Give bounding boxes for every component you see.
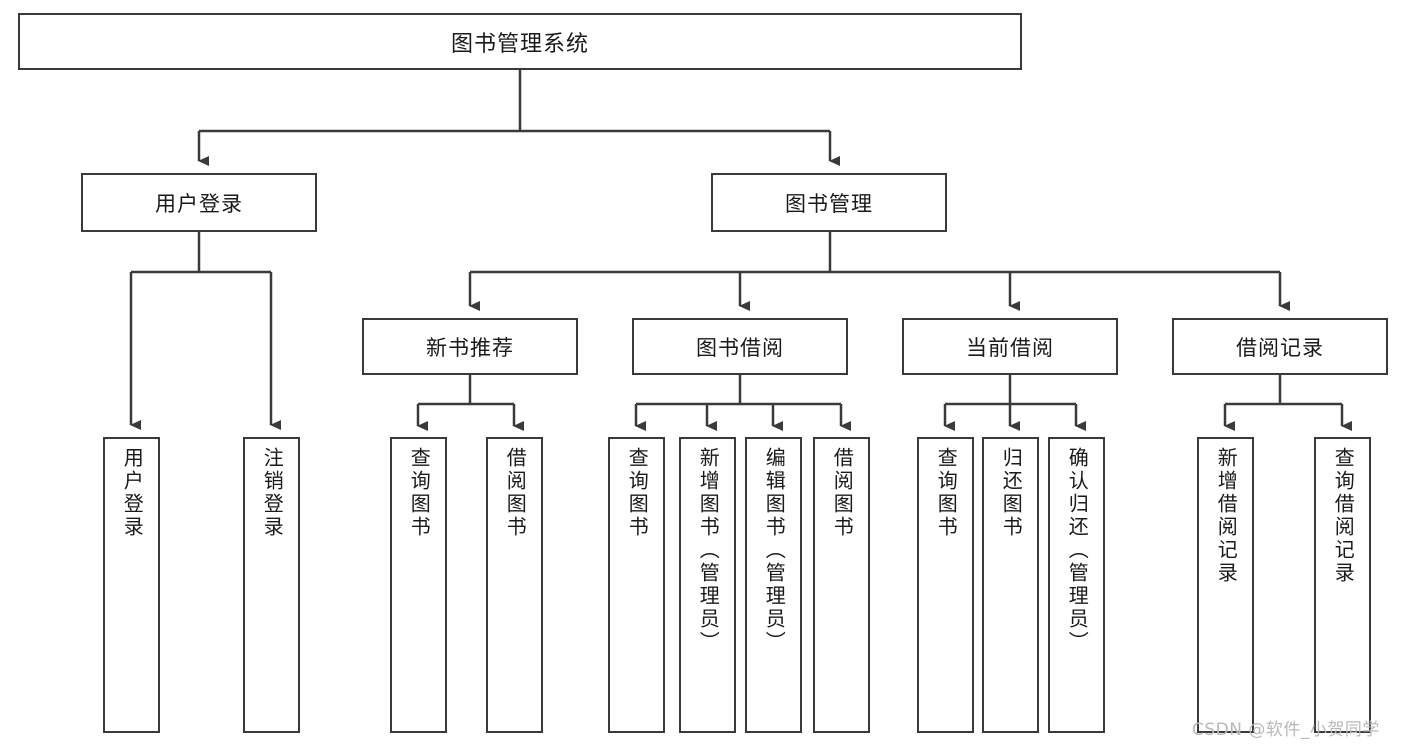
leaf-confirm-return[interactable]: 确认归还（管理员） <box>1048 437 1105 733</box>
leaf-query-book-1[interactable]: 查询图书 <box>390 437 447 733</box>
leaf-edit-book[interactable]: 编辑图书（管理员） <box>745 437 802 733</box>
leaf-user-logout-label: 注销登录 <box>260 447 285 539</box>
node-borrow-record-label: 借阅记录 <box>1236 335 1324 360</box>
node-current-borrow[interactable]: 当前借阅 <box>902 318 1118 375</box>
node-book-manage-label: 图书管理 <box>785 191 873 216</box>
node-new-book-recommend-label: 新书推荐 <box>426 335 514 360</box>
node-new-book-recommend[interactable]: 新书推荐 <box>362 318 578 375</box>
leaf-add-record-label: 新增借阅记录 <box>1214 447 1239 585</box>
leaf-add-book[interactable]: 新增图书（管理员） <box>679 437 736 733</box>
leaf-borrow-book-2-label: 借阅图书 <box>830 447 855 539</box>
leaf-query-book-2[interactable]: 查询图书 <box>608 437 665 733</box>
leaf-add-record[interactable]: 新增借阅记录 <box>1197 437 1254 733</box>
node-borrow-record[interactable]: 借阅记录 <box>1172 318 1388 375</box>
leaf-return-book[interactable]: 归还图书 <box>982 437 1039 733</box>
csdn-watermark: CSDN @软件_小贺同学 <box>1192 720 1380 740</box>
node-book-borrow[interactable]: 图书借阅 <box>632 318 848 375</box>
leaf-query-record[interactable]: 查询借阅记录 <box>1314 437 1371 733</box>
leaf-query-book-1-label: 查询图书 <box>407 447 432 539</box>
leaf-edit-book-label: 编辑图书（管理员） <box>762 447 787 654</box>
node-root-label: 图书管理系统 <box>450 31 589 57</box>
leaf-query-record-label: 查询借阅记录 <box>1331 447 1356 585</box>
leaf-user-login-label: 用户登录 <box>120 447 145 539</box>
leaf-query-book-2-label: 查询图书 <box>625 447 650 539</box>
leaf-confirm-return-label: 确认归还（管理员） <box>1065 447 1090 654</box>
node-book-borrow-label: 图书借阅 <box>696 335 784 360</box>
node-root[interactable]: 图书管理系统 <box>18 13 1022 70</box>
leaf-query-book-3-label: 查询图书 <box>934 447 959 539</box>
node-user-login[interactable]: 用户登录 <box>81 173 317 232</box>
node-user-login-label: 用户登录 <box>155 191 243 216</box>
leaf-add-book-label: 新增图书（管理员） <box>696 447 721 654</box>
leaf-user-login[interactable]: 用户登录 <box>103 437 160 733</box>
leaf-query-book-3[interactable]: 查询图书 <box>917 437 974 733</box>
node-current-borrow-label: 当前借阅 <box>966 335 1054 360</box>
leaf-user-logout[interactable]: 注销登录 <box>243 437 300 733</box>
leaf-return-book-label: 归还图书 <box>999 447 1024 539</box>
leaf-borrow-book-1[interactable]: 借阅图书 <box>486 437 543 733</box>
leaf-borrow-book-2[interactable]: 借阅图书 <box>813 437 870 733</box>
node-book-manage[interactable]: 图书管理 <box>711 173 947 232</box>
leaf-borrow-book-1-label: 借阅图书 <box>503 447 528 539</box>
